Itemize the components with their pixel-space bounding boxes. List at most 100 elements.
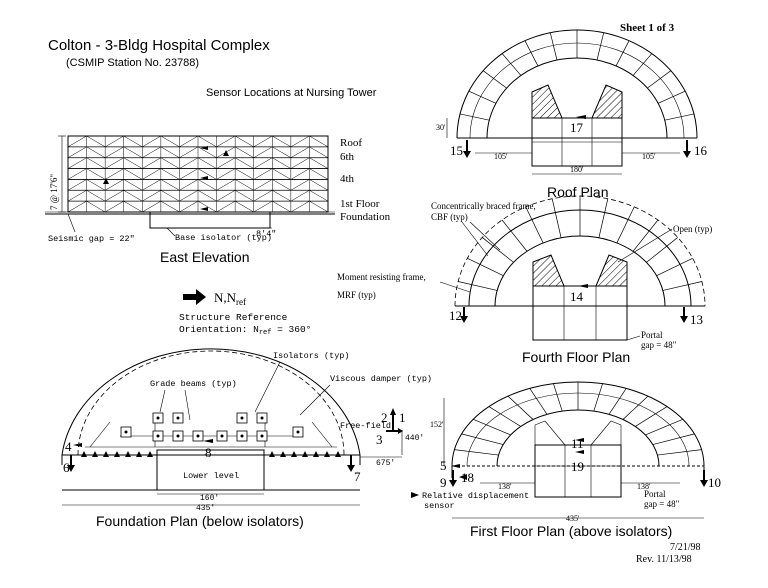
isolator-dot: [156, 416, 160, 420]
structural-line: [105, 146, 124, 158]
sensor-19-arrow-icon: [575, 450, 584, 454]
structural-line: [656, 257, 693, 276]
structural-line: [549, 32, 558, 61]
pile-marker: [335, 451, 341, 457]
structural-line: [86, 135, 106, 148]
structural-line: [179, 135, 199, 148]
sensor-4-arrow-icon: [73, 443, 82, 447]
structural-line: [459, 113, 490, 121]
structural-line: [160, 179, 180, 191]
ref-line-2-sub: ref: [259, 329, 272, 337]
sheet-label: Sheet 1 of 3: [620, 22, 675, 34]
isolator-dot: [176, 434, 180, 438]
roof-plan: 15 16 17 30' 105' 105' 180' Roof Plan: [436, 29, 708, 200]
pile-marker: [324, 451, 330, 457]
structural-line: [253, 179, 273, 191]
sensor-6: 6: [63, 460, 70, 475]
structural-line: [646, 237, 678, 263]
structural-line: [632, 219, 659, 252]
structural-line: [123, 135, 143, 148]
sensor-6-arrow-icon: [67, 455, 75, 472]
structural-line: [632, 53, 653, 76]
structural-line: [272, 190, 291, 202]
structural-line: [596, 32, 605, 61]
first-dim-138-right: 138': [637, 482, 651, 491]
structural-line: [482, 70, 507, 89]
structural-line: [160, 157, 180, 169]
structural-line: [142, 146, 161, 158]
structural-line: [86, 179, 106, 191]
structural-line: [551, 198, 562, 238]
elevation-frame: [45, 135, 335, 229]
sensor-14: 14: [570, 289, 584, 304]
mrf-note-1: Moment resisting frame,: [337, 272, 426, 282]
sensor-11-arrow-icon: [575, 438, 584, 442]
structural-line: [501, 219, 528, 252]
seismic-gap-note: Seismic gap = 22": [48, 234, 135, 244]
structural-line: [657, 449, 702, 456]
structural-line: [105, 190, 124, 202]
sensor-17: 17: [570, 120, 584, 135]
isolator-dot: [260, 434, 264, 438]
sensor-8-arrow-icon: [203, 439, 213, 443]
isolator-dot: [260, 416, 264, 420]
open-note: Open (typ): [673, 224, 712, 234]
structural-line: [309, 157, 329, 169]
structural-line: [501, 53, 522, 76]
structural-line: [67, 190, 87, 202]
sensor-10: 10: [708, 475, 721, 490]
structural-line: [253, 146, 273, 158]
structural-line: [253, 157, 273, 169]
structural-line: [645, 419, 683, 436]
structural-line: [272, 200, 291, 213]
free-field-label: Free-field: [340, 421, 391, 431]
viscous-damper-note: Viscous damper (typ): [330, 374, 432, 384]
structural-line: [272, 157, 291, 169]
structural-line: [86, 200, 106, 213]
east-elevation: 7 @ 17'6" Roof 6th 4th 1st Floor Foundat…: [45, 135, 391, 265]
reference-orientation: N,Nref Structure Reference Orientation: …: [179, 289, 311, 337]
elevation-height-dim: 7 @ 17'6": [49, 174, 59, 210]
sensor-15: 15: [450, 143, 463, 158]
sensor-12-arrow-icon: [460, 307, 468, 323]
roof-plan-title: Roof Plan: [547, 184, 608, 200]
structural-line: [461, 433, 504, 445]
sensor-14-arrow-icon: [578, 284, 588, 288]
structural-line: [598, 198, 609, 238]
roof-dim-30: 30': [436, 123, 446, 132]
level-foundation: Foundation: [340, 211, 391, 223]
structural-line: [179, 200, 199, 213]
structural-line: [179, 168, 199, 180]
north-arrow-icon: [183, 289, 206, 305]
structural-line: [216, 157, 236, 169]
sensor-16: 16: [694, 143, 708, 158]
structural-line: [123, 157, 143, 169]
station-label: (CSMIP Station No. 23788): [66, 57, 199, 69]
structural-line: [86, 157, 106, 169]
structural-line: [123, 190, 143, 202]
structural-line: [179, 146, 199, 158]
sensor-7-arrow-icon: [347, 455, 355, 472]
pile-marker: [81, 451, 87, 457]
first-dim-138-left: 138': [498, 482, 512, 491]
structural-line: [309, 168, 329, 180]
isolator-dim: 8'4": [256, 229, 276, 239]
level-1st-floor: 1st Floor: [340, 198, 380, 210]
structural-line: [105, 200, 124, 213]
structural-line: [160, 146, 180, 158]
structural-line: [197, 190, 217, 202]
isolator-dot: [240, 434, 244, 438]
structural-line: [67, 157, 87, 169]
structural-line: [647, 70, 672, 89]
structural-line: [467, 257, 504, 276]
structural-line: [290, 146, 310, 158]
ref-line-2-suffix: = 360°: [271, 324, 311, 335]
structural-line: [216, 190, 236, 202]
foundation-plan-title: Foundation Plan (below isolators): [96, 513, 304, 529]
isolators-note: Isolators (typ): [273, 351, 350, 361]
sensor-8: 8: [205, 445, 212, 460]
roof-dim-180: 180': [570, 165, 584, 174]
pile-marker: [103, 451, 109, 457]
structural-line: [160, 135, 180, 148]
level-4th: 4th: [340, 173, 355, 185]
